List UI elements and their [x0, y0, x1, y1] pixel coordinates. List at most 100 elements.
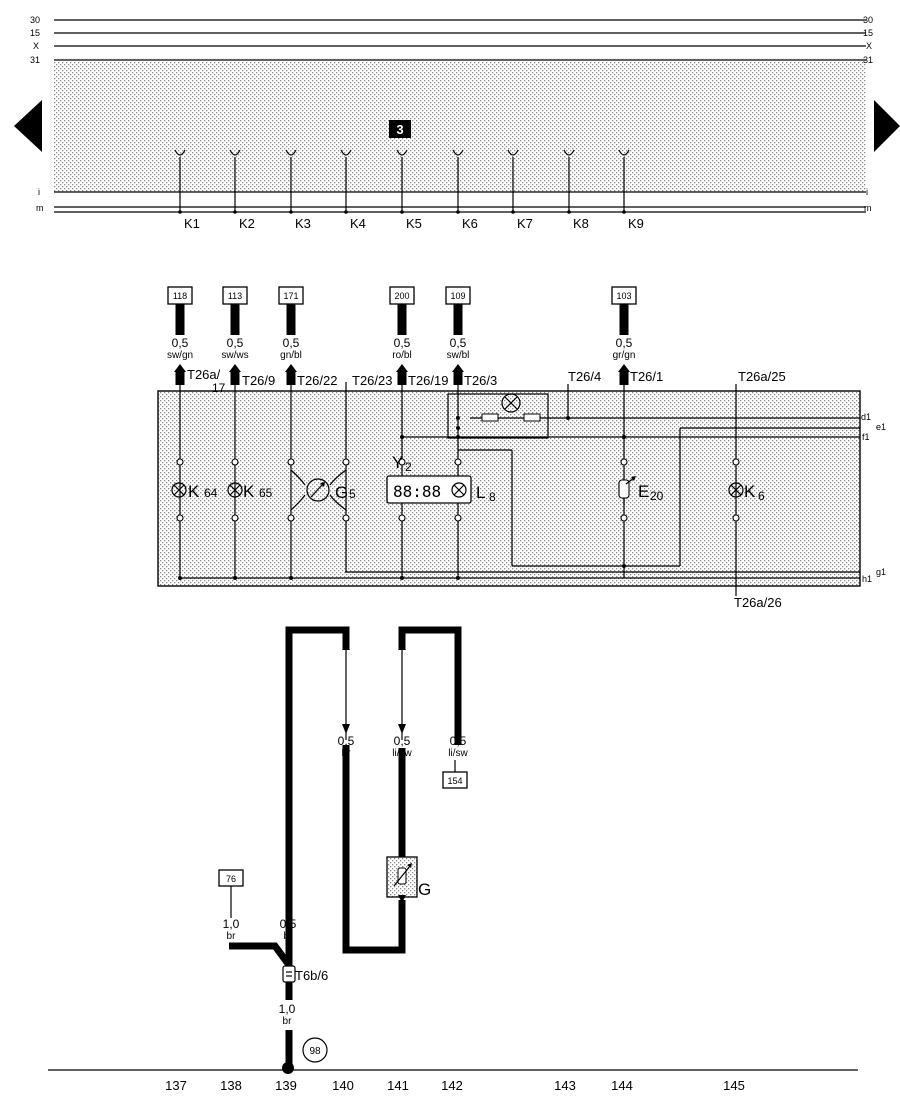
rail-x-label-left: X	[33, 41, 39, 51]
cluster-connector-labels: T26a/ 17 T26/9 T26/22 T26/23 T26/19 T26/…	[187, 367, 786, 610]
junction-dot	[622, 435, 626, 439]
arrow-down-141-icon	[398, 724, 406, 734]
signal-feeds: 1180,5sw/gn1130,5sw/ws1710,5gn/bl2000,5r…	[167, 286, 637, 385]
connector-t26a-26: T26a/26	[734, 595, 782, 610]
signal-ref-number: 171	[283, 291, 298, 301]
track-number: 144	[611, 1078, 633, 1093]
signal-ref-number: 76	[226, 874, 236, 884]
warning-lamp-k65: K 65	[227, 482, 273, 501]
panel-number: 3	[396, 122, 403, 137]
previous-page-arrow-icon[interactable]	[14, 100, 42, 152]
feed-arrow-icon	[229, 364, 241, 372]
fuel-sender-wiper-icon	[393, 865, 411, 887]
stabilizer-lamp-icon	[501, 393, 521, 413]
wire-size-label: 0,5	[172, 336, 189, 350]
rail-31-label-left: 31	[30, 55, 40, 65]
g5-label: G	[335, 483, 348, 502]
ground-point-circle	[302, 1037, 328, 1063]
k64-label: K	[188, 482, 200, 501]
wire-color-label: gr/gn	[613, 350, 636, 361]
terminal-node	[620, 458, 628, 466]
feed-arrow-icon	[618, 364, 630, 372]
k65-sub: 65	[259, 486, 273, 500]
wire-size-label: 0,5	[338, 734, 355, 748]
junction-dot	[456, 576, 460, 580]
terminal-node	[398, 458, 406, 466]
track-number: 138	[220, 1078, 242, 1093]
k65-label: K	[243, 482, 255, 501]
next-page-arrow-icon[interactable]	[874, 100, 900, 152]
connector-t26a-17-b: 17	[212, 381, 226, 395]
k-terminal-hook-icon	[285, 149, 297, 156]
junction-dot	[289, 576, 293, 580]
stabilizer-lamp-cross-b	[504, 396, 518, 410]
junction-dot	[233, 576, 237, 580]
wire-br-to-sender	[342, 745, 406, 954]
terminal-node	[620, 514, 628, 522]
k-terminal-hook-icon	[396, 149, 408, 156]
instrument-cluster: K 64 K 65 G 5 Y 2 88:88	[157, 380, 886, 596]
terminal-node	[732, 458, 740, 466]
connector-t26-1: T26/1	[630, 369, 663, 384]
k-terminal-hook-icon	[340, 149, 352, 156]
k-terminal-label: K6	[462, 216, 478, 231]
track-number: 143	[554, 1078, 576, 1093]
ground-point-label: 98	[309, 1046, 321, 1057]
connector-t26-9: T26/9	[242, 373, 275, 388]
junction-dot	[400, 576, 404, 580]
connector-t26-22: T26/22	[297, 373, 337, 388]
connection-nodes	[176, 416, 740, 580]
edge-label-h1: h1	[862, 574, 872, 584]
g5-sub: 5	[349, 487, 356, 501]
rail-i-label-right: i	[866, 187, 868, 197]
wire-color-label: li/sw	[448, 748, 468, 759]
terminal-node	[732, 514, 740, 522]
k-terminal-label: K2	[239, 216, 255, 231]
connector-t26-4: T26/4	[568, 369, 601, 384]
track-number: 145	[723, 1078, 745, 1093]
connector-t26-3: T26/3	[464, 373, 497, 388]
k-terminal-node	[233, 210, 237, 214]
rail-x-label-right: X	[866, 41, 872, 51]
terminal-node	[342, 458, 350, 466]
wire-size-label: 1,0	[223, 917, 240, 931]
rail-15-label-right: 15	[863, 28, 873, 38]
wire-size-label: 0,5	[616, 336, 633, 350]
arrow-down-sender-icon	[398, 895, 406, 903]
rail-15-label-left: 15	[30, 28, 40, 38]
digital-clock-y2: Y 2 88:88	[386, 453, 472, 504]
wire-color-label: br	[283, 1016, 293, 1027]
feed-arrow-icon	[452, 364, 464, 372]
k-terminal-hook-icon	[563, 149, 575, 156]
terminal-node	[287, 458, 295, 466]
e20-sub: 20	[650, 489, 664, 503]
resistor-b-icon	[523, 413, 541, 422]
signal-ref-number: 154	[447, 776, 462, 786]
wire-size-label: 1,0	[279, 1002, 296, 1016]
wire-color-label: sw/bl	[447, 350, 470, 361]
signal-ref-number: 103	[616, 291, 631, 301]
wire-color-label: ro/bl	[392, 350, 411, 361]
wire-br-loop	[285, 626, 350, 965]
wire-size-label: 0,5	[450, 734, 467, 748]
junction-dot	[566, 416, 570, 420]
wire-color-label: br	[227, 931, 237, 942]
arrow-down-140-icon	[342, 724, 350, 734]
k-terminal-label: K7	[517, 216, 533, 231]
wire-size-label: 0,5	[394, 734, 411, 748]
rail-30-label-right: 30	[863, 15, 873, 25]
wire-size-label: 0,5	[450, 336, 467, 350]
l8-label: L	[476, 483, 485, 502]
track-number: 137	[165, 1078, 187, 1093]
signal-ref-number: 118	[173, 291, 187, 301]
feed-arrow-icon	[396, 364, 408, 372]
rail-m-label-right: m	[864, 203, 872, 213]
terminal-node	[287, 514, 295, 522]
junction-dot	[456, 426, 460, 430]
wire-size-label: 0,5	[227, 336, 244, 350]
k-terminal-node	[289, 210, 293, 214]
connector-t26-23: T26/23	[352, 373, 392, 388]
k-terminal-hook-icon	[229, 149, 241, 156]
wire-color-label: br	[284, 931, 294, 942]
